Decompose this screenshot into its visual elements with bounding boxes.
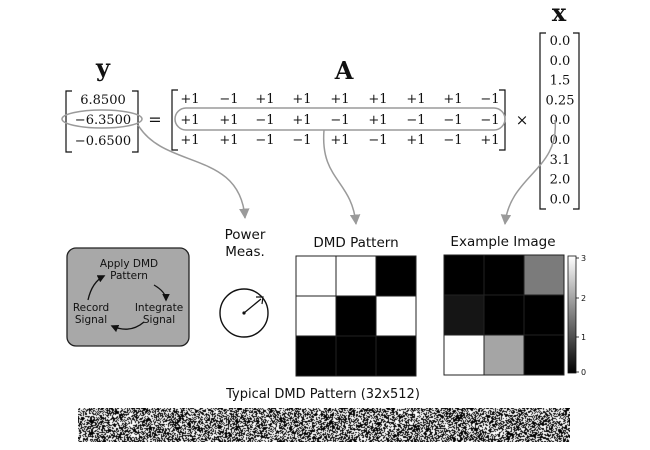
x-value: 0.25 <box>546 93 575 108</box>
example-image-cell <box>523 294 565 336</box>
A-entry: +1 <box>292 92 311 107</box>
A-entry: −1 <box>330 113 349 128</box>
dmd-pattern-cell <box>375 295 417 337</box>
A-entry: +1 <box>180 133 199 148</box>
equals-sign: = <box>148 110 161 129</box>
dmd-pattern-cell <box>335 295 377 337</box>
A-entry: −1 <box>480 113 499 128</box>
example-image-cell <box>443 334 485 376</box>
x-value: 0.0 <box>550 54 571 69</box>
A-entry: −1 <box>443 113 462 128</box>
A-entry: +1 <box>368 92 387 107</box>
x-value: 0.0 <box>550 192 571 207</box>
x-vector: 0.00.01.50.250.00.03.12.00.0 <box>539 32 580 210</box>
A-entry: −1 <box>292 133 311 148</box>
example-image-cell <box>483 254 525 296</box>
gauge-needle <box>243 298 262 314</box>
dmd-pattern-cell <box>295 295 337 337</box>
x-value: 2.0 <box>550 173 571 188</box>
A-entry: −1 <box>480 92 499 107</box>
arrow-to-power-meas <box>137 124 250 220</box>
gauge-needle-tip <box>256 296 264 305</box>
A-entry: +1 <box>443 92 462 107</box>
x-symbol: x <box>552 0 567 27</box>
dmd-pattern-cell <box>375 255 417 297</box>
A-entry: −1 <box>219 92 238 107</box>
example-image-cell <box>443 254 485 296</box>
A-entry: +1 <box>480 133 499 148</box>
typical-pattern-label: Typical DMD Pattern (32x512) <box>225 387 420 402</box>
A-row-highlight <box>174 107 506 131</box>
y-symbol: y <box>95 53 111 82</box>
x-value: 1.5 <box>550 74 571 89</box>
dmd-pattern-grid <box>295 255 417 377</box>
y-vector: 6.8500 −6.3500 −0.6500 <box>65 90 139 153</box>
loop-arrow-integrate-to-record <box>110 321 145 333</box>
A-entry: +1 <box>180 92 199 107</box>
colorbar-tick-label: 0 <box>581 368 586 377</box>
A-entry: −1 <box>255 133 274 148</box>
A-entry: −1 <box>443 133 462 148</box>
A-entry: −1 <box>406 113 425 128</box>
example-image-cell <box>483 294 525 336</box>
arrow-to-dmd-pattern <box>322 129 361 226</box>
y-value: 6.8500 <box>80 93 126 108</box>
A-entry: −1 <box>368 133 387 148</box>
loop-box <box>66 247 190 347</box>
A-entry: +1 <box>406 92 425 107</box>
gauge-pivot <box>242 311 246 315</box>
colorbar-ticks: 3 2 1 0 <box>576 254 586 377</box>
A-entry: −1 <box>255 113 274 128</box>
A-entry: +1 <box>330 133 349 148</box>
example-image-cell <box>523 334 565 376</box>
A-entry: +1 <box>219 133 238 148</box>
A-symbol: A <box>334 56 354 85</box>
x-value: 0.0 <box>550 34 571 49</box>
dmd-pattern-cell <box>295 335 337 377</box>
A-entry: +1 <box>368 113 387 128</box>
example-image-title: Example Image <box>450 234 555 250</box>
A-entry: +1 <box>180 113 199 128</box>
colorbar-tick-label: 1 <box>581 333 586 342</box>
typical-dmd-pattern <box>78 408 570 442</box>
A-entry: +1 <box>330 92 349 107</box>
colorbar-tick-label: 3 <box>581 254 586 263</box>
A-entry: +1 <box>406 133 425 148</box>
y-value: −6.3500 <box>75 113 131 128</box>
loop-arrow-apply-to-integrate <box>153 284 170 302</box>
A-matrix: +1 −1 +1 +1 +1 +1 +1 +1 −1 +1 +1 −1 +1 −1 +1 −1 −1 −1 +1 +1… <box>171 89 506 151</box>
example-image-grid <box>443 254 565 376</box>
arrow-to-example-image <box>500 119 556 226</box>
example-image-cell <box>483 334 525 376</box>
A-entry: +1 <box>292 113 311 128</box>
A-entry: +1 <box>219 113 238 128</box>
colorbar-tick-label: 2 <box>581 294 586 303</box>
dmd-pattern-cell <box>295 255 337 297</box>
colorbar <box>567 255 577 374</box>
example-image-cell <box>523 254 565 296</box>
dmd-pattern-title: DMD Pattern <box>313 235 398 251</box>
dmd-pattern-cell <box>375 335 417 377</box>
loop-arrow-record-to-apply <box>87 275 106 301</box>
x-value: 0.0 <box>550 113 571 128</box>
times-sign: × <box>516 111 529 129</box>
example-image-cell <box>443 294 485 336</box>
dmd-pattern-cell <box>335 335 377 377</box>
dmd-pattern-cell <box>335 255 377 297</box>
y-row-highlight <box>61 109 143 129</box>
A-entry: +1 <box>255 92 274 107</box>
y-value: −0.6500 <box>75 134 131 149</box>
x-value: 3.1 <box>550 153 571 168</box>
